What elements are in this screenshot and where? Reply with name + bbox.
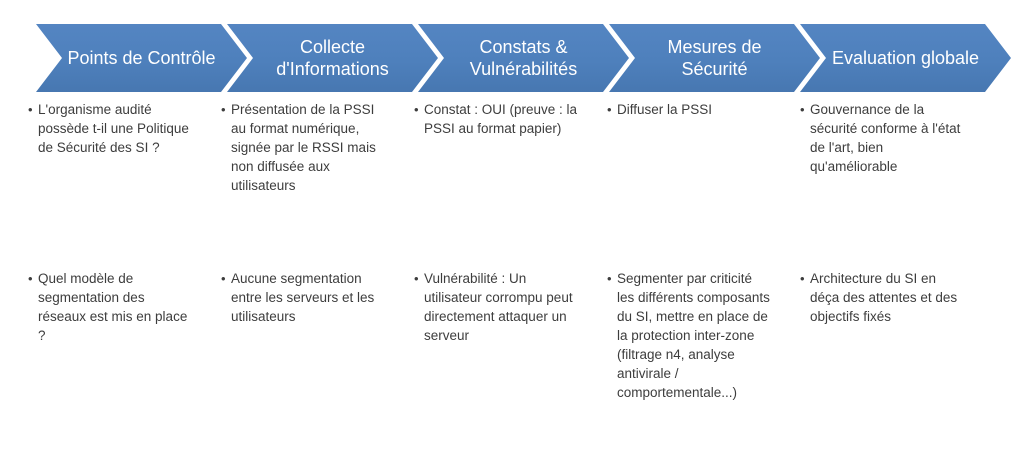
bullet-text: Architecture du SI en déça des attentes …: [810, 271, 958, 324]
bullet-item: • Présentation de la PSSI au format numé…: [221, 100, 407, 269]
bullet-item: • Vulnérabilité : Un utilisateur corromp…: [414, 269, 600, 345]
bullet-text: Diffuser la PSSI: [617, 102, 713, 117]
stage-chevron-points-de-controle: Points de Contrôle: [36, 24, 247, 92]
bullet-marker: •: [221, 102, 226, 117]
bullet-marker: •: [221, 271, 226, 286]
stage-column-evaluation-globale: • Gouvernance de la sécurité conforme à …: [800, 100, 986, 402]
bullet-item: • L'organisme audité possède t-il une Po…: [28, 100, 214, 269]
bullet-text: Constat : OUI (preuve : la PSSI au forma…: [424, 102, 578, 136]
bullet-text: Présentation de la PSSI au format numéri…: [231, 102, 376, 193]
stage-chevron-constats-vulnerabilites: Constats & Vulnérabilités: [418, 24, 629, 92]
stage-title: Mesures de Sécurité: [667, 37, 762, 79]
stage-detail-columns: • L'organisme audité possède t-il une Po…: [28, 100, 986, 402]
bullet-marker: •: [800, 102, 805, 117]
stage-column-mesures-securite: • Diffuser la PSSI • Segmenter par criti…: [607, 100, 793, 402]
stage-chevron-mesures-securite: Mesures de Sécurité: [609, 24, 820, 92]
bullet-marker: •: [800, 271, 805, 286]
bullet-marker: •: [414, 102, 419, 117]
bullet-marker: •: [607, 102, 612, 117]
bullet-text: Gouvernance de la sécurité conforme à l'…: [810, 102, 961, 174]
bullet-text: Aucune segmentation entre les serveurs e…: [231, 271, 375, 324]
bullet-text: Vulnérabilité : Un utilisateur corrompu …: [424, 271, 573, 343]
stage-title: Points de Contrôle: [67, 48, 216, 68]
stage-column-points-de-controle: • L'organisme audité possède t-il une Po…: [28, 100, 214, 402]
bullet-text: Segmenter par criticité les différents c…: [617, 271, 770, 400]
bullet-item: • Quel modèle de segmentation des réseau…: [28, 269, 214, 345]
stage-chevron-collecte-informations: Collecte d'Informations: [227, 24, 438, 92]
bullet-item: • Gouvernance de la sécurité conforme à …: [800, 100, 986, 269]
stage-column-collecte-informations: • Présentation de la PSSI au format numé…: [221, 100, 407, 402]
bullet-marker: •: [28, 102, 33, 117]
stage-title: Collecte d'Informations: [276, 37, 389, 79]
stage-title: Evaluation globale: [831, 48, 980, 68]
stage-column-constats-vulnerabilites: • Constat : OUI (preuve : la PSSI au for…: [414, 100, 600, 402]
bullet-item: • Architecture du SI en déça des attente…: [800, 269, 986, 326]
bullet-marker: •: [607, 271, 612, 286]
bullet-item: • Aucune segmentation entre les serveurs…: [221, 269, 407, 326]
bullet-item: • Constat : OUI (preuve : la PSSI au for…: [414, 100, 600, 269]
bullet-text: L'organisme audité possède t-il une Poli…: [38, 102, 189, 155]
bullet-marker: •: [414, 271, 419, 286]
bullet-item: • Diffuser la PSSI: [607, 100, 793, 269]
bullet-marker: •: [28, 271, 33, 286]
stage-title: Constats & Vulnérabilités: [469, 37, 578, 79]
stage-chevron-evaluation-globale: Evaluation globale: [800, 24, 1011, 92]
bullet-text: Quel modèle de segmentation des réseaux …: [38, 271, 188, 343]
process-chevron-band: Points de Contrôle Collecte d'Informatio…: [36, 24, 1011, 92]
bullet-item: • Segmenter par criticité les différents…: [607, 269, 793, 402]
